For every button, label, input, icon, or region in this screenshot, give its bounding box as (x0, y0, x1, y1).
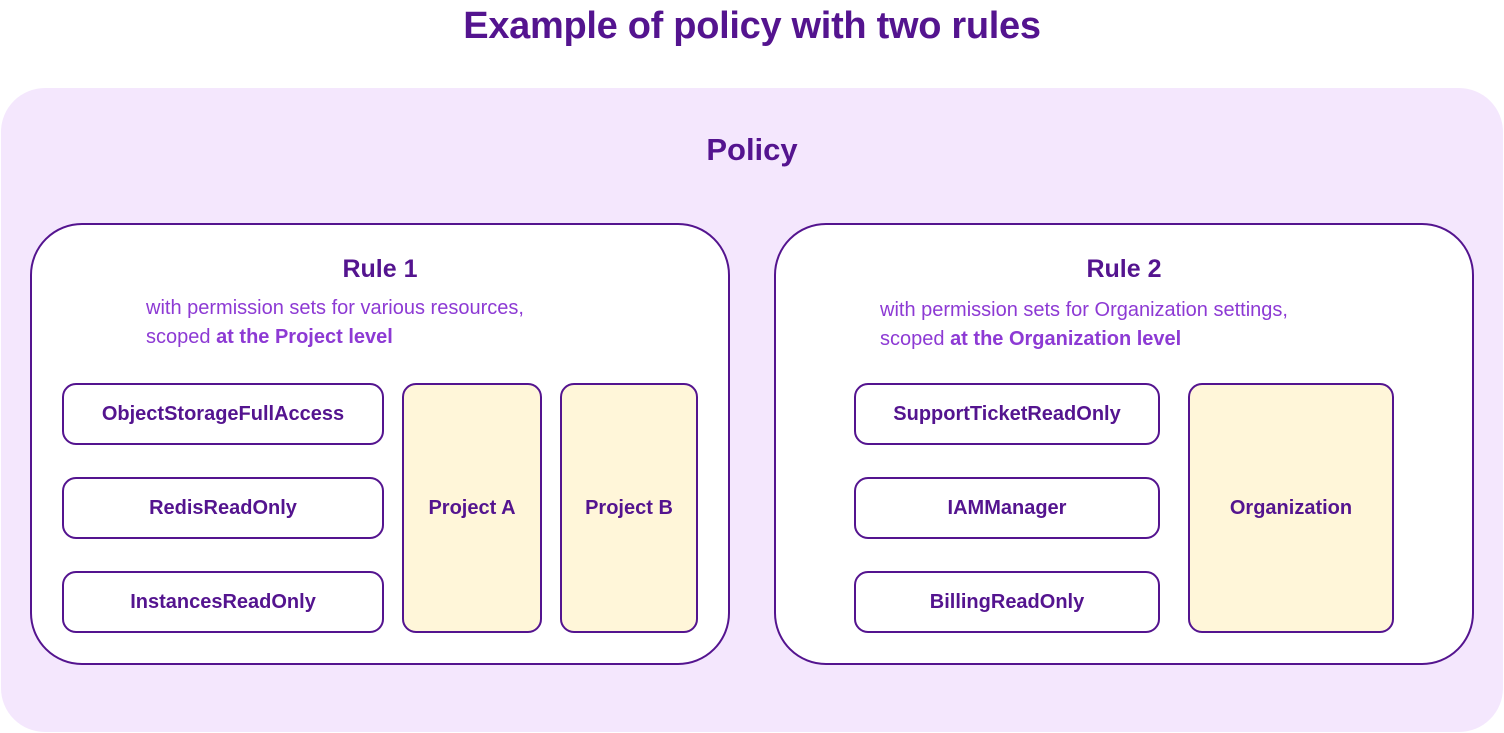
rule-1-description-line1: with permission sets for various resourc… (146, 297, 524, 319)
scope-project-b: Project B (560, 383, 698, 633)
diagram-title: Example of policy with two rules (463, 5, 1041, 47)
scope-project-a-label: Project A (428, 496, 516, 519)
rule-1-description-line2: scoped at the Project level (146, 323, 524, 352)
permission-set-support-ticket-read-only: SupportTicketReadOnly (854, 383, 1160, 445)
permission-set-billing-read-only: BillingReadOnly (854, 571, 1160, 633)
rule-2-description-line1: with permission sets for Organization se… (880, 299, 1288, 321)
scope-project-a: Project A (402, 383, 542, 633)
rule-1-title: Rule 1 (342, 255, 418, 283)
rule-2-title: Rule 2 (1086, 255, 1162, 283)
rule-1-description: with permission sets for various resourc… (146, 294, 524, 352)
rule-2-description-prefix: scoped (880, 328, 951, 350)
permission-set-instances-read-only: InstancesReadOnly (62, 571, 384, 633)
permission-set-iam-manager: IAMManager (854, 477, 1160, 539)
scope-organization: Organization (1188, 383, 1394, 633)
policy-label: Policy (706, 132, 798, 167)
permission-set-redis-read-only: RedisReadOnly (62, 477, 384, 539)
rule-1-description-prefix: scoped (146, 326, 217, 348)
rule-2-description: with permission sets for Organization se… (880, 296, 1288, 354)
rule-2-description-scope: at the Organization level (950, 328, 1182, 350)
scope-organization-label: Organization (1229, 496, 1353, 519)
scope-project-b-label: Project B (585, 496, 673, 519)
rule-2-description-line2: scoped at the Organization level (880, 325, 1288, 354)
permission-set-object-storage-full-access: ObjectStorageFullAccess (62, 383, 384, 445)
rule-1-description-scope: at the Project level (216, 326, 393, 348)
